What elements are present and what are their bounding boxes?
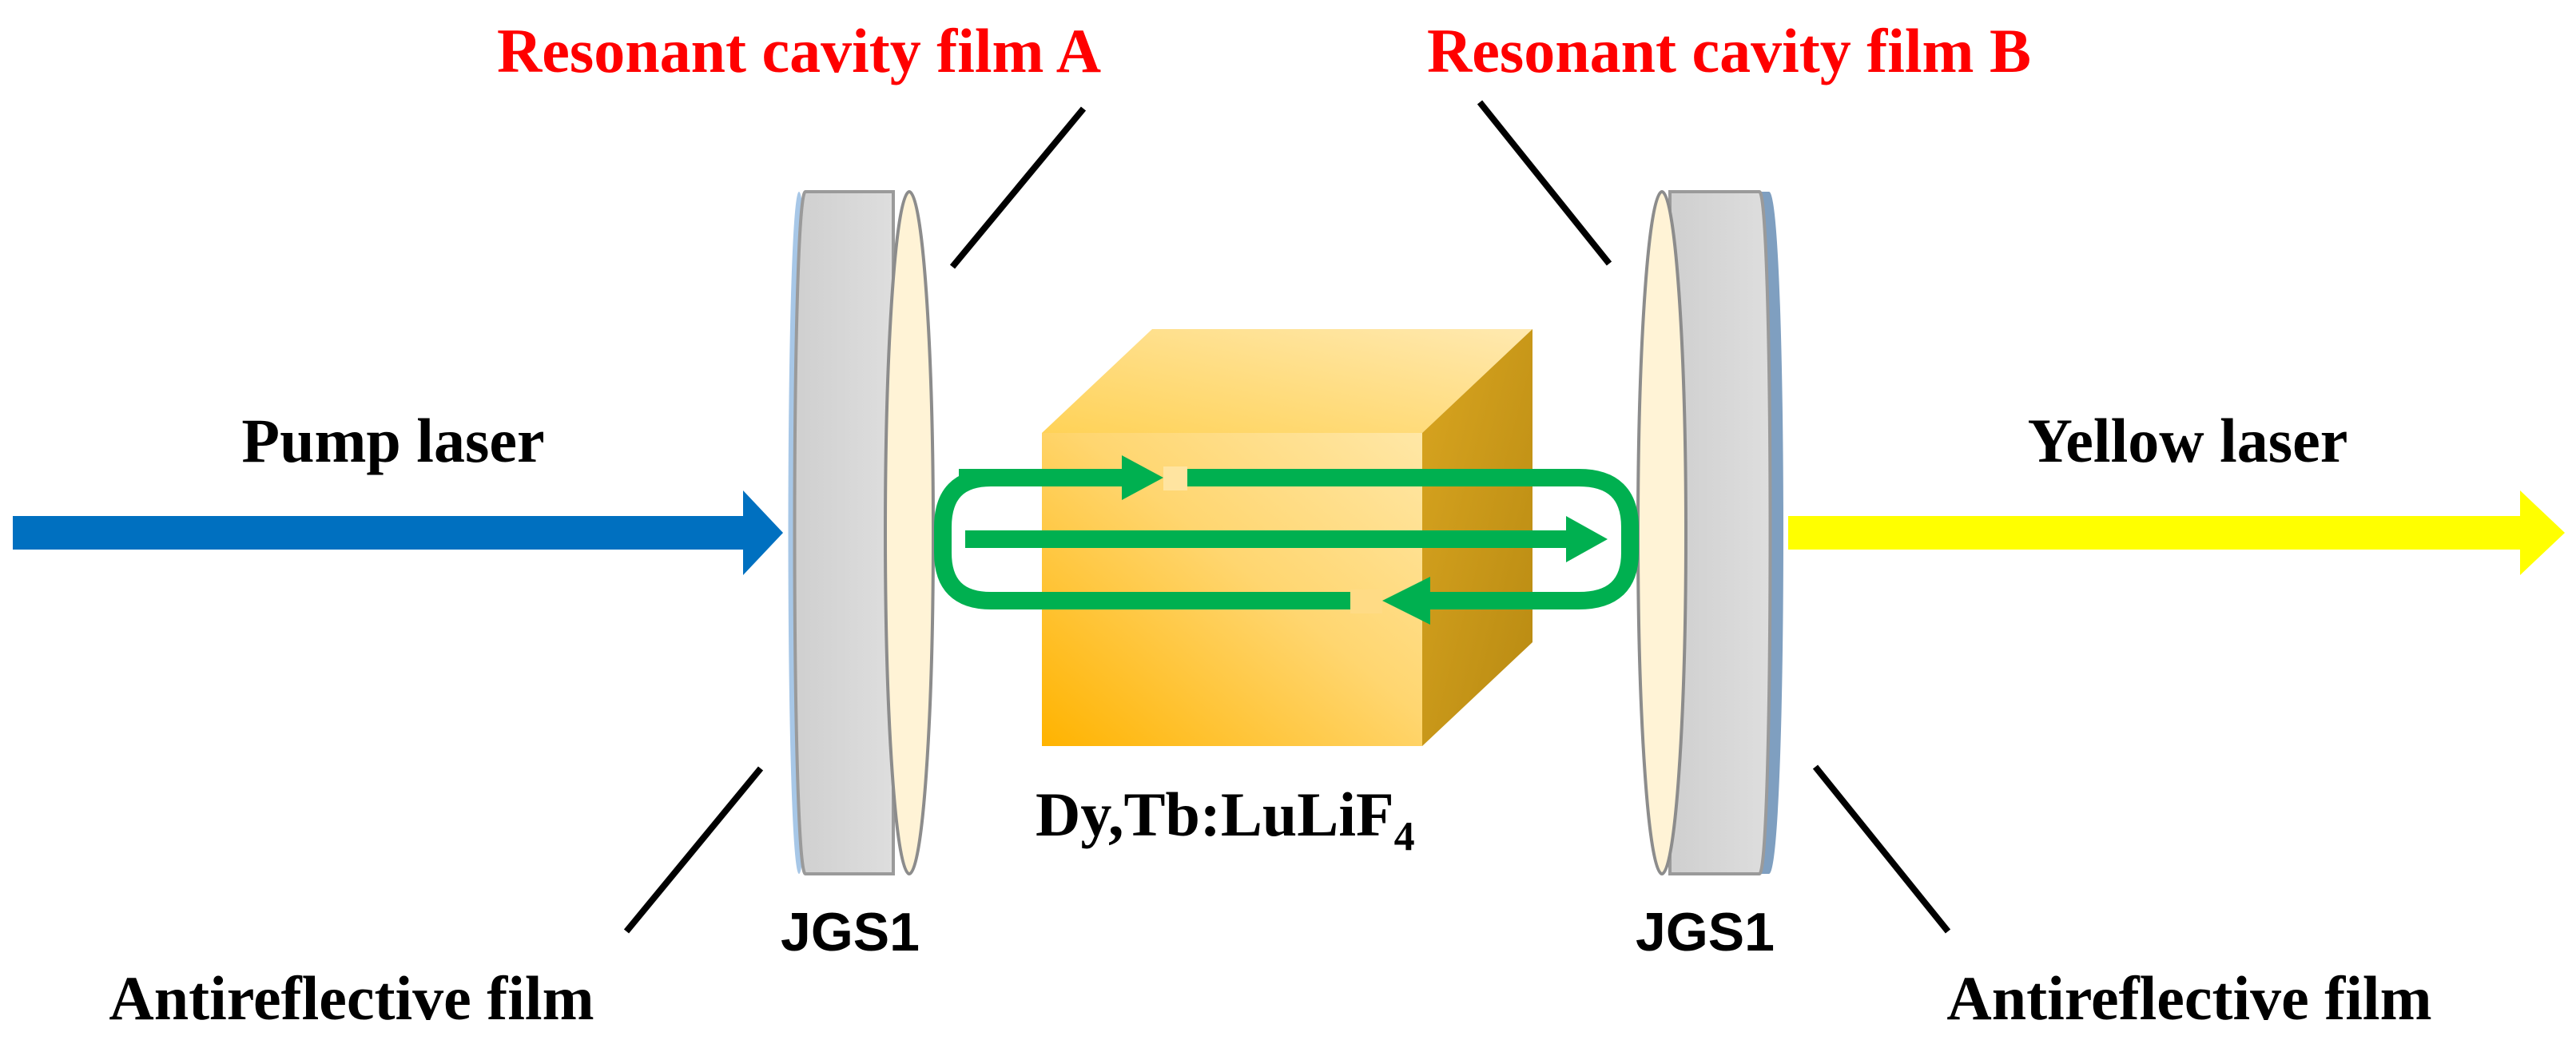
jgs1-right-label: JGS1: [1636, 902, 1775, 963]
crystal-label-main: Dy,Tb:LuLiF: [1036, 780, 1394, 849]
film-b-label: Resonant cavity film B: [1427, 16, 2031, 85]
cavity-arrow-gap-bottom: [1350, 590, 1382, 613]
leader-line-film-b: [1477, 100, 1612, 266]
resonant-film-a: [884, 190, 935, 875]
resonant-film-b: [1636, 190, 1688, 875]
pump-laser-label: Pump laser: [241, 406, 544, 475]
jgs1-left-label: JGS1: [781, 902, 920, 963]
right-mirror: [1636, 190, 1783, 875]
crystal-top-face: [1042, 329, 1532, 433]
yellow-laser-label: Yellow laser: [2028, 406, 2348, 475]
antireflective-right-label: Antireflective film: [1946, 963, 2431, 1033]
cavity-arrow-middle-head: [1566, 516, 1608, 562]
crystal-label: Dy,Tb:LuLiF4: [1036, 780, 1415, 859]
cavity-arrow-gap-top: [1163, 466, 1187, 490]
pump-beam-arrow: [13, 490, 783, 575]
leader-line-antireflective-left: [623, 766, 764, 934]
leader-line-antireflective-right: [1812, 764, 1951, 934]
antireflective-left-label: Antireflective film: [109, 963, 594, 1033]
leader-line-film-a: [949, 106, 1087, 269]
cavity-oscillation-arrows: [934, 469, 1639, 609]
left-mirror: [788, 190, 935, 875]
yellow-beam-arrow: [1788, 490, 2565, 575]
cavity-arrow-top-head: [1122, 455, 1163, 500]
crystal-label-subscript: 4: [1394, 814, 1415, 859]
film-a-label: Resonant cavity film A: [497, 16, 1101, 85]
cavity-arrow-bottom-head: [1382, 577, 1430, 625]
